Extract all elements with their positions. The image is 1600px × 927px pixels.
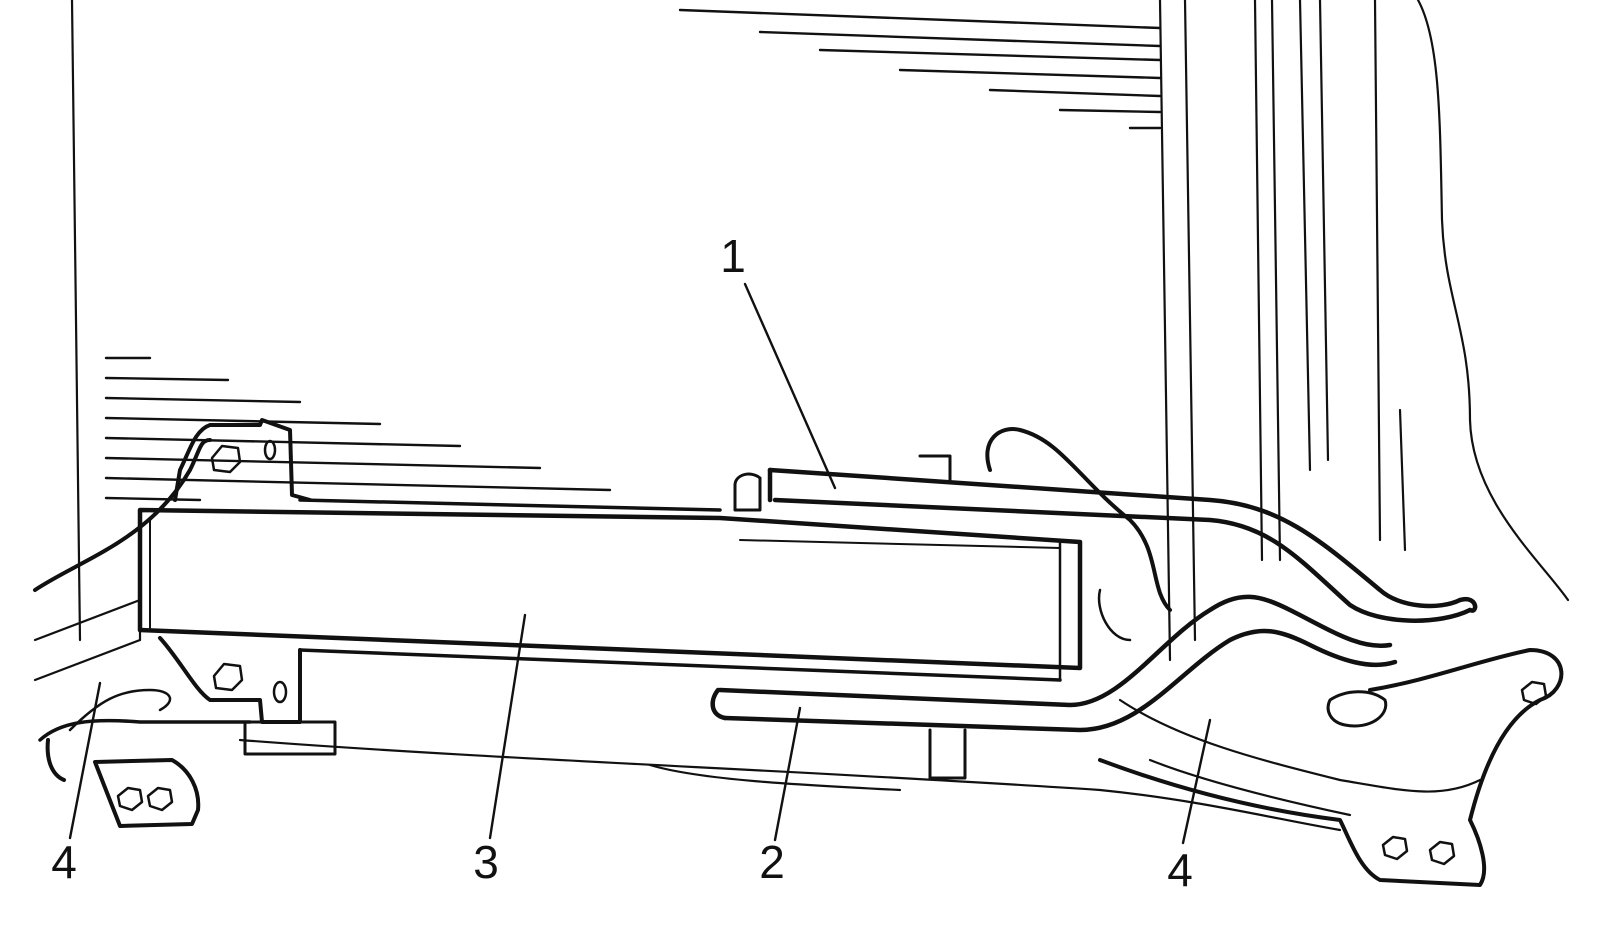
- leader-line-1: [743, 282, 837, 490]
- upper-oil-pipe: [733, 454, 1478, 623]
- leader-line-4-right: [1181, 718, 1212, 845]
- mounting-bracket-right: [1098, 648, 1564, 887]
- callout-label-2: 2: [759, 836, 785, 888]
- crossmember-lines: [33, 598, 1342, 832]
- leader-line-4-left: [68, 681, 102, 840]
- pipe-bracket-right: [985, 427, 1172, 642]
- callout-label-4-right: 4: [1167, 844, 1193, 896]
- callout-label-4-left: 4: [51, 836, 77, 888]
- panel-right-edge: [1158, 0, 1172, 662]
- lower-oil-pipe: [710, 594, 1398, 780]
- cooler-bracket-upper-left: [173, 418, 312, 502]
- radiator-panel: [70, 0, 1570, 662]
- hatching-top: [678, 8, 1162, 130]
- callout-label-1: 1: [720, 230, 746, 282]
- cooler-bracket-lower-left: [158, 636, 337, 756]
- leader-line-3: [488, 613, 527, 840]
- oil-cooler: [137, 498, 1083, 682]
- callout-label-3: 3: [473, 836, 499, 888]
- mounting-bracket-left: [33, 438, 252, 828]
- leader-line-2: [773, 706, 802, 842]
- panel-left-edge: [70, 0, 82, 642]
- leader-lines: [68, 282, 1212, 845]
- hatching-left: [104, 356, 612, 502]
